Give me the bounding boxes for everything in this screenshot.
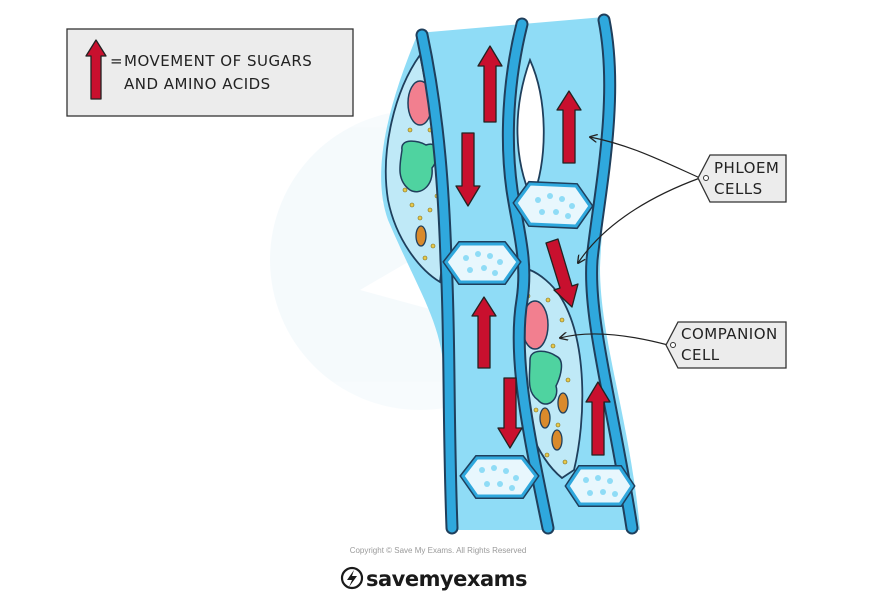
label-pointers: [560, 137, 701, 346]
arrow-up: [585, 381, 611, 456]
phloem-label-line2: CELLS: [714, 180, 763, 198]
copyright-text: Copyright © Save My Exams. All Rights Re…: [350, 546, 527, 555]
arrow-up: [471, 296, 497, 369]
sieve-plate: [442, 241, 522, 285]
companion-cell-label: COMPANION CELL: [665, 321, 787, 369]
phloem-cells-label: PHLOEM CELLS: [697, 154, 787, 203]
phloem-tissue: [381, 13, 640, 535]
arrow-down: [497, 377, 523, 449]
sieve-plate: [564, 465, 636, 507]
legend-text-line1: MOVEMENT OF SUGARS: [124, 52, 312, 70]
companion-label-line1: COMPANION: [681, 325, 778, 343]
sieve-plates: [442, 180, 636, 507]
arrow-up: [477, 45, 503, 123]
mitochondrion: [539, 407, 551, 429]
sieve-plate: [512, 180, 594, 230]
mitochondrion: [557, 392, 569, 414]
mitochondrion: [551, 429, 563, 451]
phloem-label-line1: PHLOEM: [714, 159, 779, 177]
legend-box: = MOVEMENT OF SUGARS AND AMINO ACIDS: [66, 28, 354, 117]
sieve-plate: [459, 455, 540, 499]
vacuole: [399, 140, 439, 193]
lightning-icon: [340, 566, 364, 590]
movement-arrows: [455, 45, 611, 456]
cell-walls: [415, 13, 639, 535]
arrow-down: [545, 238, 579, 308]
mitochondrion: [415, 225, 427, 247]
arrow-down: [455, 132, 481, 207]
legend-arrow-icon: [85, 39, 107, 100]
legend-equals: =: [110, 52, 123, 70]
companion-label-line2: CELL: [681, 346, 720, 364]
legend-text-line2: AND AMINO ACIDS: [124, 75, 271, 93]
brand-name: savemyexams: [366, 567, 527, 591]
arrow-up: [556, 90, 582, 164]
vacuole: [528, 350, 563, 405]
brand-logo: savemyexams: [340, 566, 528, 591]
